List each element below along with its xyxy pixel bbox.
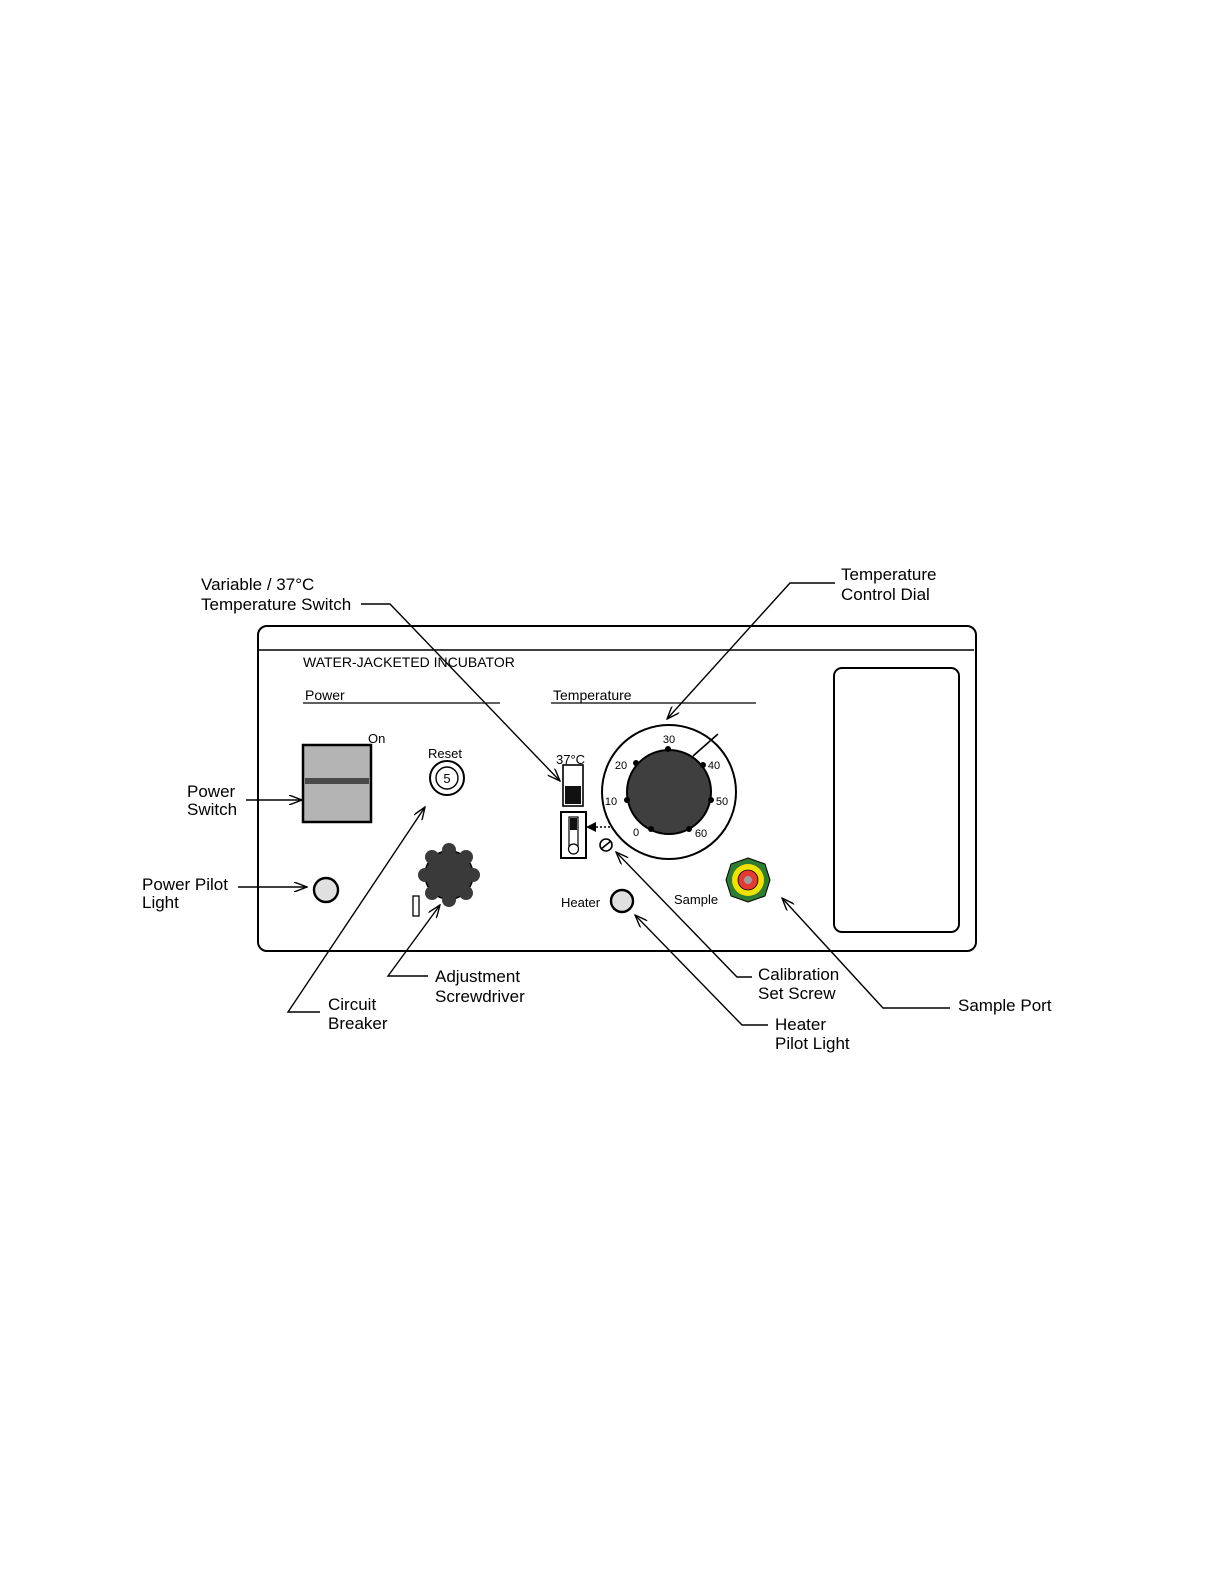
panel-title: WATER-JACKETED INCUBATOR — [303, 654, 515, 670]
reset-rating: 5 — [443, 771, 450, 786]
power-section-heading: Power — [305, 687, 345, 703]
dial-tick-60: 60 — [695, 828, 707, 840]
callout-adjustment-screwdriver: Adjustment Screwdriver — [435, 967, 525, 1006]
callout-variable-switch: Variable / 37°C Temperature Switch — [201, 575, 351, 614]
power-switch[interactable] — [303, 745, 371, 822]
temperature-section-heading: Temperature — [553, 687, 632, 703]
dial-tick-50: 50 — [716, 796, 728, 808]
variable-37c-switch[interactable] — [563, 765, 583, 806]
sample-port[interactable] — [726, 858, 770, 902]
dial-tick-20: 20 — [615, 760, 627, 772]
dial-tick-10: 10 — [605, 796, 617, 808]
heater-pilot-light — [611, 890, 633, 912]
dial-tick-0: 0 — [633, 827, 639, 839]
callout-power-pilot: Power Pilot Light — [142, 875, 233, 912]
screwdriver-slot — [413, 896, 419, 916]
power-pilot-light — [314, 878, 338, 902]
on-label: On — [368, 731, 385, 746]
thermometer-icon — [561, 812, 586, 858]
dial-tick-40: 40 — [708, 760, 720, 772]
heater-label: Heater — [561, 895, 601, 910]
calibration-set-screw[interactable] — [600, 839, 612, 851]
callout-calibration-screw: Calibration Set Screw — [758, 965, 844, 1003]
callout-circuit-breaker: Circuit Breaker — [328, 995, 388, 1033]
adjustment-screwdriver-knob[interactable] — [418, 843, 480, 907]
callout-heater-pilot: Heater Pilot Light — [775, 1015, 850, 1053]
sample-label: Sample — [674, 892, 718, 907]
callout-sample-port: Sample Port — [958, 996, 1052, 1015]
callout-power-switch: Power Switch — [187, 782, 240, 819]
circuit-breaker-button[interactable]: 5 — [430, 761, 464, 795]
reset-label: Reset — [428, 746, 462, 761]
dial-tick-30: 30 — [663, 734, 675, 746]
viewing-window — [834, 668, 959, 932]
callout-control-dial: Temperature Control Dial — [841, 565, 941, 604]
